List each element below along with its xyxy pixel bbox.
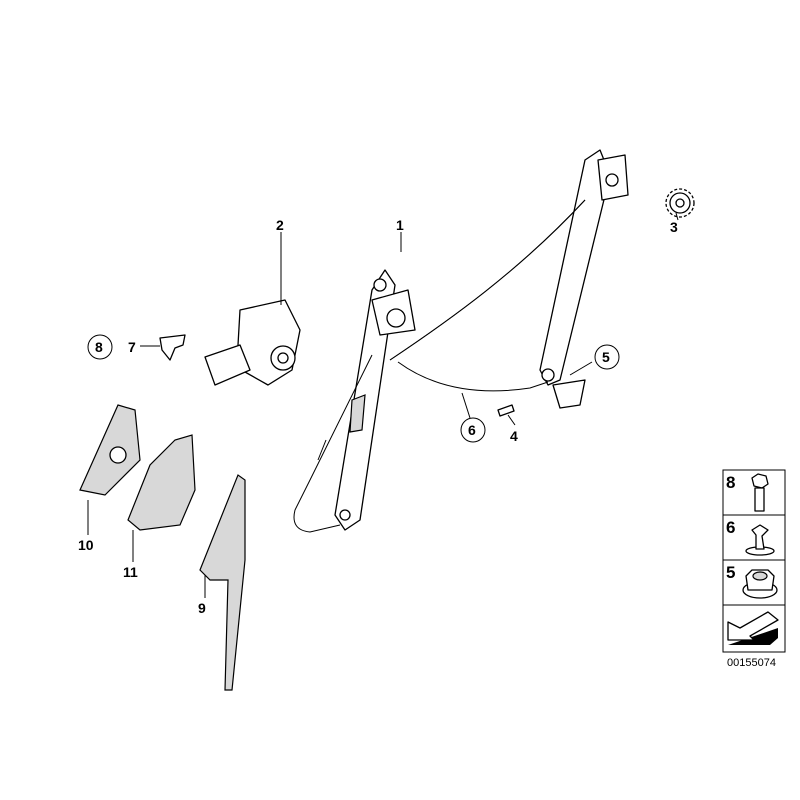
callout-1: 1 (396, 217, 404, 233)
callout-5: 5 (602, 349, 610, 365)
window-channel (199, 474, 246, 691)
callout-4: 4 (510, 428, 518, 444)
window-regulator (293, 149, 629, 533)
legend-number-5: 5 (726, 563, 735, 582)
window-motor (204, 299, 301, 386)
callout-10: 10 (78, 537, 94, 553)
bracket (127, 434, 196, 531)
flange-nut-icon (742, 569, 778, 599)
arrow-left-down-icon (727, 611, 779, 645)
pin (497, 404, 515, 417)
clip (159, 334, 186, 361)
callout-8: 8 (95, 339, 103, 355)
hex-bolt-icon (751, 473, 769, 512)
callout-2: 2 (276, 217, 284, 233)
legend-number-6: 6 (726, 518, 735, 537)
diagram-code: 00155074 (727, 657, 776, 669)
callout-11: 11 (123, 564, 138, 580)
cable-clip-icon (745, 524, 775, 556)
sprocket (665, 188, 695, 218)
callout-7: 7 (128, 339, 136, 355)
fastener-legend: 8 6 5 (722, 469, 786, 653)
callouts: 1 2 3 4 5 6 7 8 9 10 11 (78, 212, 679, 616)
trim-cover (79, 404, 141, 496)
callout-6: 6 (468, 422, 476, 438)
callout-3: 3 (670, 219, 678, 235)
callout-9: 9 (198, 600, 206, 616)
legend-number-8: 8 (726, 473, 735, 492)
